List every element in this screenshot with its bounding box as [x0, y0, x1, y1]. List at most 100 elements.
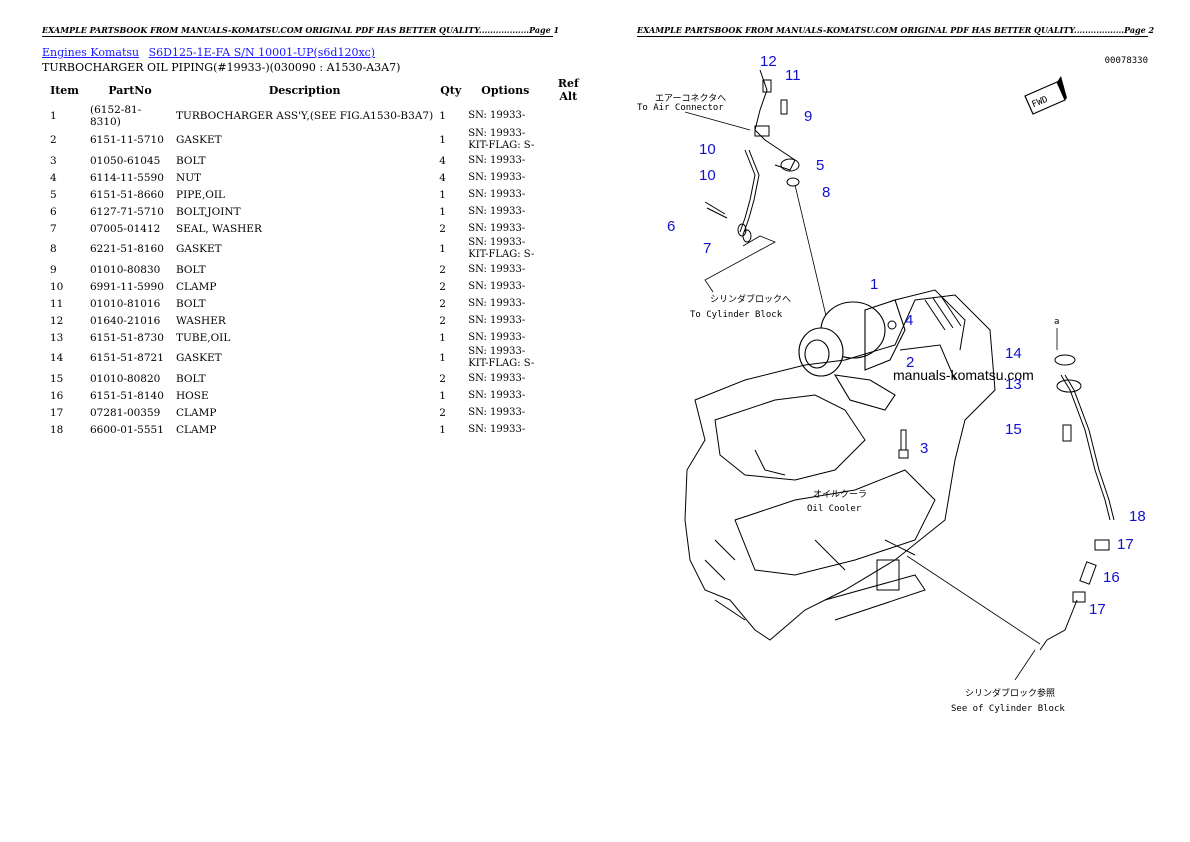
cell-partno: 01050-61045 [90, 154, 161, 167]
cell-item: 14 [50, 352, 64, 364]
cell-description: NUT [176, 171, 202, 184]
cell-qty: 1 [439, 134, 446, 146]
cell-partno: 6151-11-5710 [90, 134, 164, 146]
callout-17b: 17 [1089, 601, 1106, 618]
callout-2: 2 [906, 354, 914, 371]
cell-description: TUBE,OIL [176, 331, 231, 344]
label-see-cyl-en: See of Cylinder Block [951, 704, 1065, 714]
cell-partno: 6991-11-5990 [90, 280, 164, 293]
cell-qty: 1 [439, 389, 446, 402]
cell-description: CLAMP [176, 406, 217, 419]
cell-options: SN: 19933- [465, 169, 545, 186]
cell-partno: 6600-01-5551 [90, 423, 164, 436]
cell-options: SN: 19933- [465, 278, 545, 295]
cell-refalt [545, 237, 591, 261]
option-sn: SN: 19933- [468, 205, 526, 217]
cell-options: SN: 19933-KIT-FLAG: S- [465, 346, 545, 370]
option-sn: SN: 19933- [468, 331, 526, 343]
option-sn: SN: 19933- [468, 346, 526, 357]
breadcrumb-model-link[interactable]: S6D125-1E-FA S/N 10001-UP(s6d120xc) [148, 46, 376, 59]
option-sn: SN: 19933- [468, 171, 526, 183]
callout-10a: 10 [699, 141, 716, 158]
page-1-header: EXAMPLE PARTSBOOK FROM MANUALS-KOMATSU.C… [42, 25, 560, 37]
cell-options: SN: 19933- [465, 421, 545, 438]
cell-item: 17 [50, 406, 64, 419]
cell-qty: 2 [439, 280, 446, 293]
callout-5: 5 [816, 157, 824, 174]
callout-7: 7 [703, 240, 711, 257]
cell-options: SN: 19933- [465, 387, 545, 404]
col-partno: PartNo [108, 83, 152, 97]
cell-item: 7 [50, 222, 57, 235]
cell-partno: 01010-81016 [90, 297, 161, 310]
cell-item: 13 [50, 331, 64, 344]
option-sn: SN: 19933- [468, 263, 526, 275]
cell-partno: 6151-51-8730 [90, 331, 164, 344]
bolt-3 [898, 429, 909, 459]
cell-qty: 4 [439, 154, 446, 167]
cell-item: 4 [50, 171, 57, 184]
cell-options: SN: 19933- [465, 220, 545, 237]
cell-item: 10 [50, 280, 64, 293]
cell-qty: 1 [439, 188, 446, 201]
cell-qty: 2 [439, 222, 446, 235]
label-to-cyl-en: To Cylinder Block [690, 310, 783, 320]
cell-refalt [545, 312, 591, 329]
cell-partno: 01010-80820 [90, 372, 161, 385]
cell-description: BOLT [176, 154, 206, 167]
parts-table-body: 1(6152-81-8310)TURBOCHARGER ASS'Y,(SEE F… [42, 104, 591, 438]
cell-item: 12 [50, 314, 64, 327]
page-2: EXAMPLE PARTSBOOK FROM MANUALS-KOMATSU.C… [595, 0, 1190, 842]
detail-letter: a [1054, 317, 1059, 327]
cell-qty: 1 [439, 110, 446, 122]
label-air-connector-en: To Air Connector [637, 103, 724, 113]
option-kit-flag: KIT-FLAG: S- [468, 358, 535, 369]
page-2-header: EXAMPLE PARTSBOOK FROM MANUALS-KOMATSU.C… [637, 25, 1155, 37]
leader-cylinder [704, 235, 776, 293]
col-options: Options [481, 83, 530, 97]
cell-qty: 4 [439, 171, 446, 184]
cell-options: SN: 19933-KIT-FLAG: S- [465, 237, 545, 261]
watermark: manuals-komatsu.com [893, 367, 1034, 383]
option-sn: SN: 19933- [468, 297, 526, 309]
cell-refalt [545, 421, 591, 438]
cell-qty: 2 [439, 297, 446, 310]
cell-item: 5 [50, 188, 57, 201]
cell-refalt [545, 104, 591, 128]
cell-refalt [545, 220, 591, 237]
breadcrumb: Engines Komatsu S6D125-1E-FA S/N 10001-U… [42, 46, 381, 59]
cell-item: 15 [50, 372, 64, 385]
option-sn: SN: 19933- [468, 314, 526, 326]
nut-4 [887, 320, 897, 330]
cell-partno: 07281-00359 [90, 406, 161, 419]
turbocharger [798, 299, 906, 411]
cell-options: SN: 19933- [465, 329, 545, 346]
exploded-parts-diagram: 00078330 FWD エアーコネクタへ To Air Connector [637, 53, 1148, 714]
cell-refalt [545, 295, 591, 312]
breadcrumb-engines-link[interactable]: Engines Komatsu [42, 46, 140, 59]
cell-qty: 2 [439, 314, 446, 327]
cell-description: GASKET [176, 352, 222, 364]
callout-6: 6 [667, 218, 675, 235]
cell-qty: 1 [439, 205, 446, 218]
callout-12: 12 [760, 53, 777, 70]
cell-qty: 1 [439, 352, 446, 364]
callout-18: 18 [1129, 508, 1146, 525]
figure-number: 00078330 [1105, 56, 1148, 66]
callout-3: 3 [920, 440, 928, 457]
cell-qty: 2 [439, 263, 446, 276]
cell-description: CLAMP [176, 280, 217, 293]
col-qty: Qty [440, 83, 462, 97]
callout-14: 14 [1005, 345, 1022, 362]
col-item: Item [50, 83, 79, 97]
cell-refalt [545, 261, 591, 278]
cell-refalt [545, 169, 591, 186]
cell-qty: 2 [439, 372, 446, 385]
